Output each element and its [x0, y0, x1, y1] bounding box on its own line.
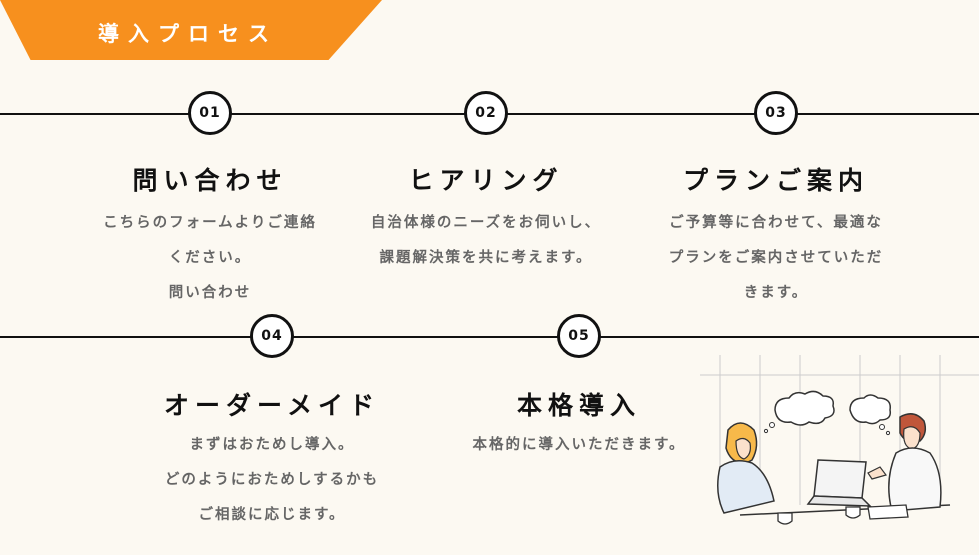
cup-icon — [777, 512, 793, 525]
step-03-line: きます。 — [743, 285, 809, 301]
step-03-line: プランをご案内させていただ — [668, 250, 884, 266]
page-title: 導入プロセス — [98, 22, 278, 46]
step-03-description: ご予算等に合わせて、最適な プランをご案内させていただ きます。 — [626, 206, 926, 311]
step-04-title: オーダーメイド — [163, 391, 380, 420]
cup-icon — [845, 506, 861, 519]
step-05-badge: 05 — [557, 314, 601, 358]
step-05-title: 本格導入 — [516, 391, 641, 420]
header-banner — [0, 0, 382, 60]
step-01-description: こちらのフォームよりご連絡 ください。 問い合わせ — [60, 206, 360, 311]
step-02-title: ヒアリング — [408, 166, 564, 195]
step-02-line: 自治体様のニーズをお伺いし、 — [370, 215, 602, 231]
step-01-badge: 01 — [188, 91, 232, 135]
step-02-line: 課題解決策を共に考えます。 — [379, 250, 593, 266]
speech-bubble-icon — [774, 390, 835, 426]
step-04-line: どのようにおためしするかも — [164, 472, 380, 488]
step-05-line: 本格的に導入いただきます。 — [472, 437, 686, 453]
step-04-description: まずはおためし導入。 どのようにおためしするかも ご相談に応じます。 — [122, 428, 422, 533]
step-05-description: 本格的に導入いただきます。 — [429, 428, 729, 463]
step-01-line: こちらのフォームよりご連絡 — [103, 215, 317, 231]
speech-bubble-icon — [849, 394, 892, 425]
step-04-line: まずはおためし導入。 — [189, 437, 355, 453]
step-02-description: 自治体様のニーズをお伺いし、 課題解決策を共に考えます。 — [336, 206, 636, 276]
step-03-title: プランご案内 — [682, 166, 869, 195]
step-02-badge: 02 — [464, 91, 508, 135]
step-01-line: ください。 — [168, 250, 252, 266]
step-04-badge: 04 — [250, 314, 294, 358]
meeting-illustration — [700, 355, 979, 525]
step-01-line: 問い合わせ — [168, 285, 252, 301]
step-03-badge: 03 — [754, 91, 798, 135]
step-04-line: ご相談に応じます。 — [198, 507, 346, 523]
timeline-row-2 — [0, 336, 979, 338]
step-01-title: 問い合わせ — [132, 166, 288, 195]
step-03-line: ご予算等に合わせて、最適な — [669, 215, 883, 231]
